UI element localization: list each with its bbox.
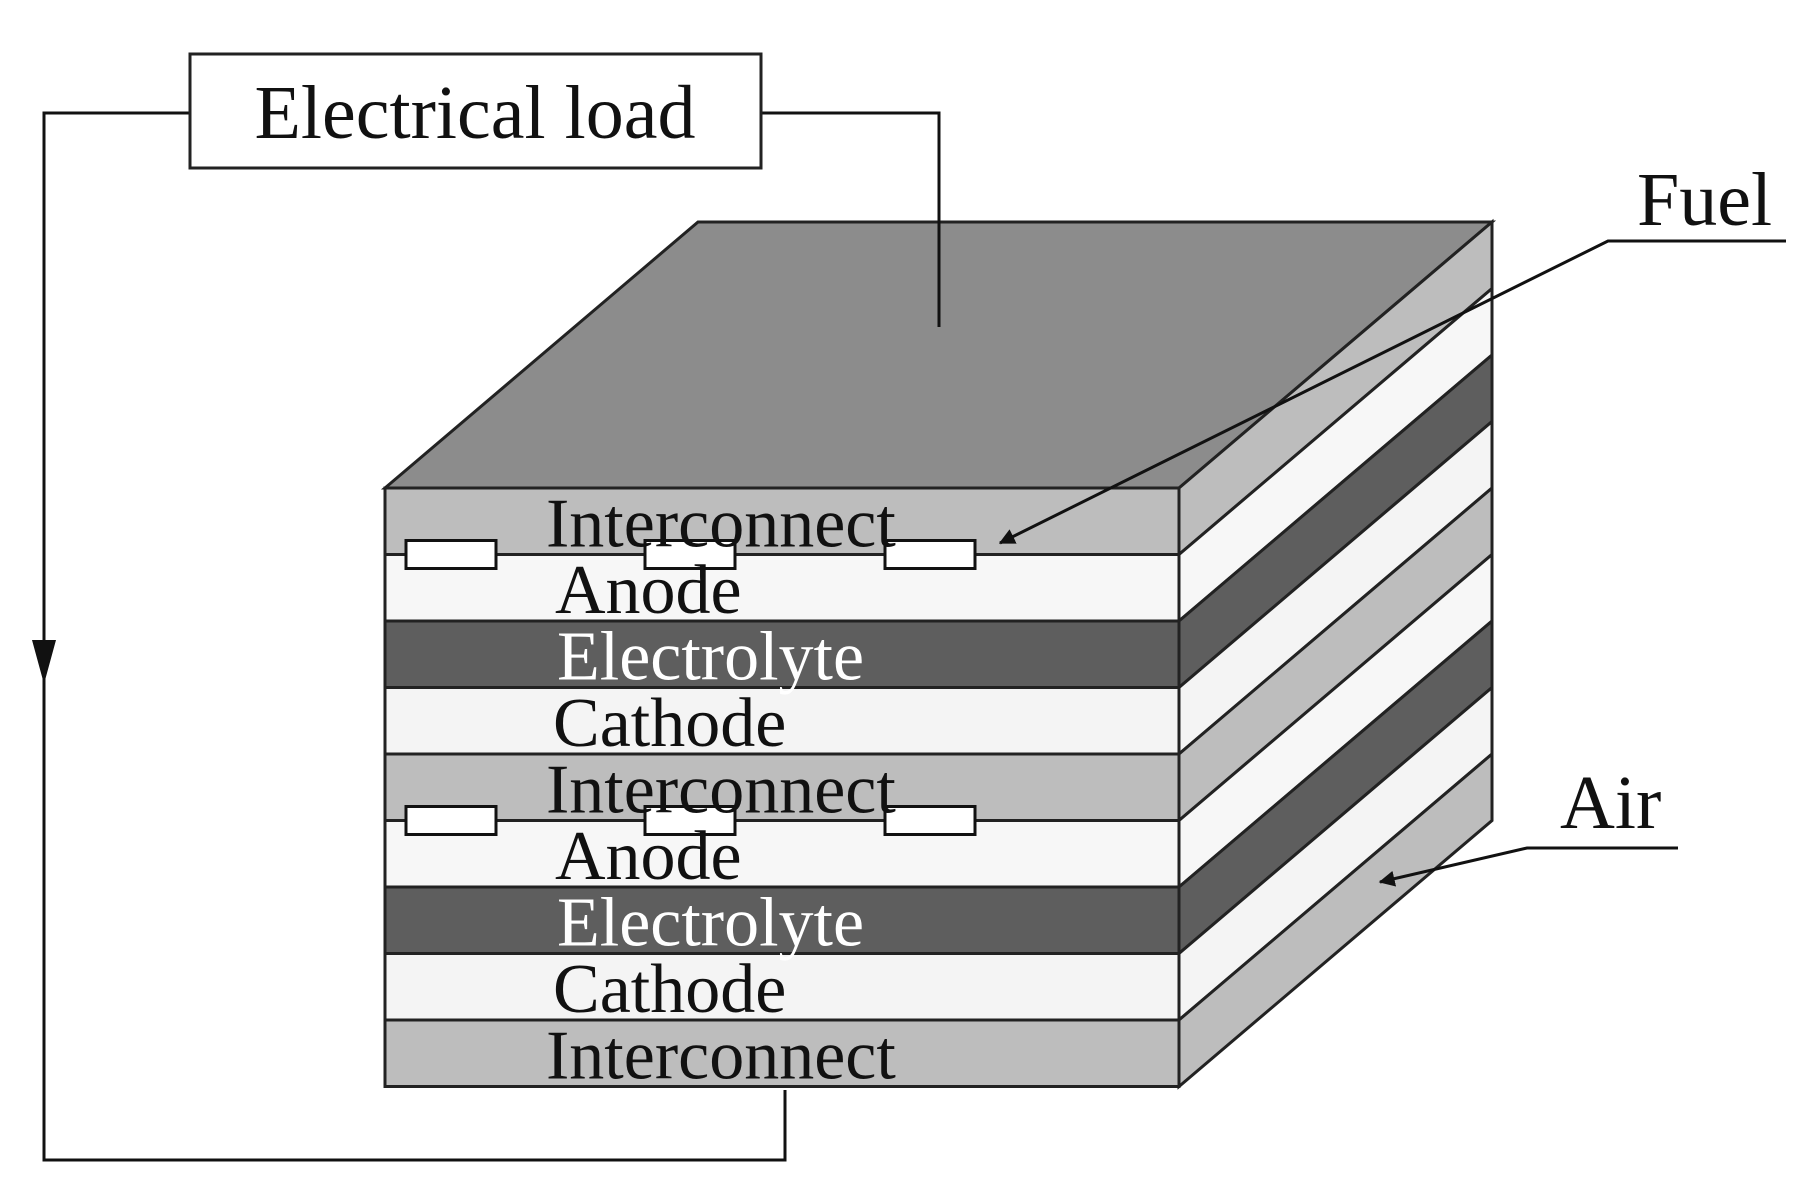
current-direction-arrow-icon [32,640,56,684]
air-leader-line [1378,846,1678,887]
layer-anode [383,553,1181,623]
layer-label-electrolyte: Electrolyte [557,885,864,962]
stack-front-face [383,486,1181,1088]
layer-label-cathode: Cathode [553,951,786,1028]
layer-label-interconnect: Interconnect [546,1018,896,1095]
electrical-load-label: Electrical load [255,71,696,155]
fuel-channel [883,539,977,570]
layer-label-interconnect: Interconnect [546,486,896,563]
layer-label-electrolyte: Electrolyte [557,619,864,696]
electrical-load-box: Electrical load [188,52,763,170]
layer-label-cathode: Cathode [553,685,786,762]
circuit-wire-right [761,111,941,327]
fuel-inlet: Fuel [998,158,1786,545]
layer-anode [383,819,1181,889]
layer-cathode [383,952,1181,1022]
layer-interconnect [383,752,1181,822]
air-label: Air [1560,761,1661,845]
fuel-channel [404,539,498,570]
layer-interconnect [383,1018,1181,1088]
circuit-wire-left [42,111,787,1162]
fuel-label: Fuel [1637,158,1772,242]
layer-label-anode: Anode [555,818,742,895]
fuel-channel [643,805,737,836]
air-inlet: Air [1378,761,1678,887]
fuel-channel [404,805,498,836]
layer-label-interconnect: Interconnect [546,752,896,829]
fuel-channel [643,539,737,570]
fuel-channel [883,805,977,836]
layer-electrolyte [383,885,1181,955]
fuel-leader-line [998,239,1786,545]
fuel-channels [404,539,977,836]
layer-label-anode: Anode [555,552,742,629]
layer-labels: InterconnectAnodeElectrolyteCathodeInter… [546,486,896,1095]
